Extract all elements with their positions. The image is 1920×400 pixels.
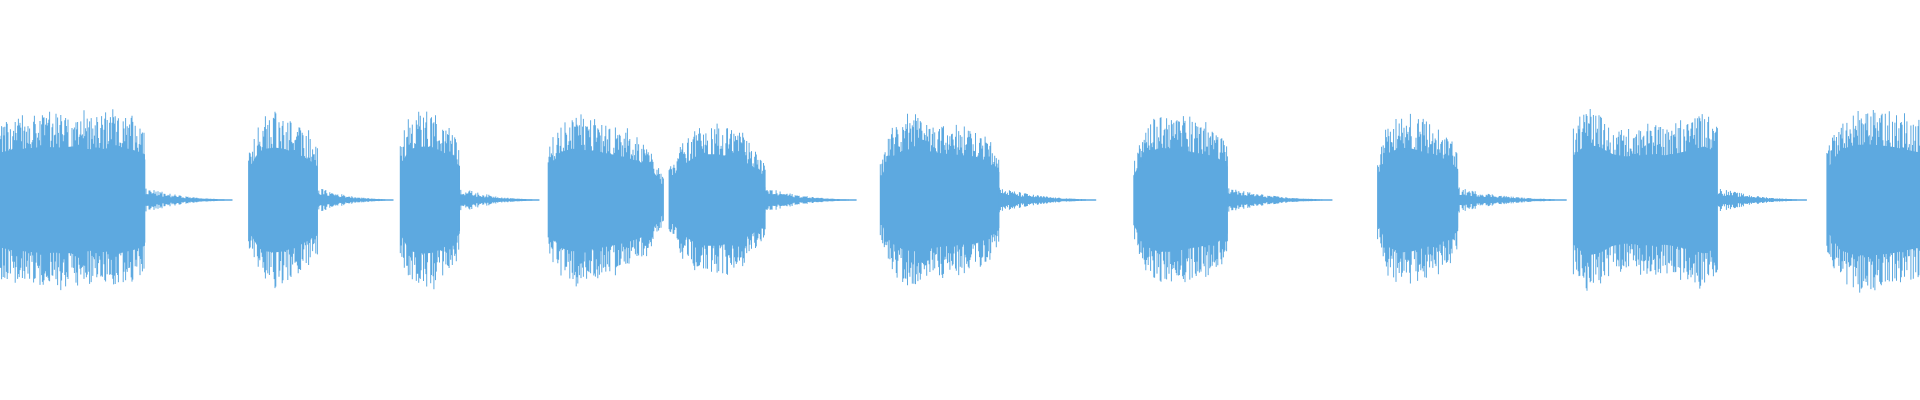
waveform-burst-3-core [400, 146, 460, 254]
waveform-tail-2 [317, 189, 394, 211]
waveform-bursts [0, 109, 1920, 293]
waveform-burst-9-core [1826, 144, 1920, 256]
waveform-burst-4a-core [548, 148, 664, 252]
waveform-tail-5 [998, 187, 1097, 213]
waveform-burst-8-core [1573, 144, 1718, 256]
waveform-tail-6 [1227, 188, 1333, 212]
waveform-burst-1-core [0, 146, 145, 254]
waveform-tail-3 [459, 189, 540, 211]
waveform-burst-6-core [1133, 148, 1228, 252]
waveform-burst-5-core [880, 148, 1000, 252]
waveform-tail-7 [1457, 187, 1567, 213]
waveform-tail-1 [144, 188, 233, 212]
waveform-tail-8 [1716, 189, 1807, 211]
waveform-tail-4 [764, 187, 857, 213]
waveform-burst-2-core [248, 147, 318, 253]
waveform-burst-7-core [1377, 147, 1459, 253]
waveform-burst-4b-core [669, 154, 766, 246]
